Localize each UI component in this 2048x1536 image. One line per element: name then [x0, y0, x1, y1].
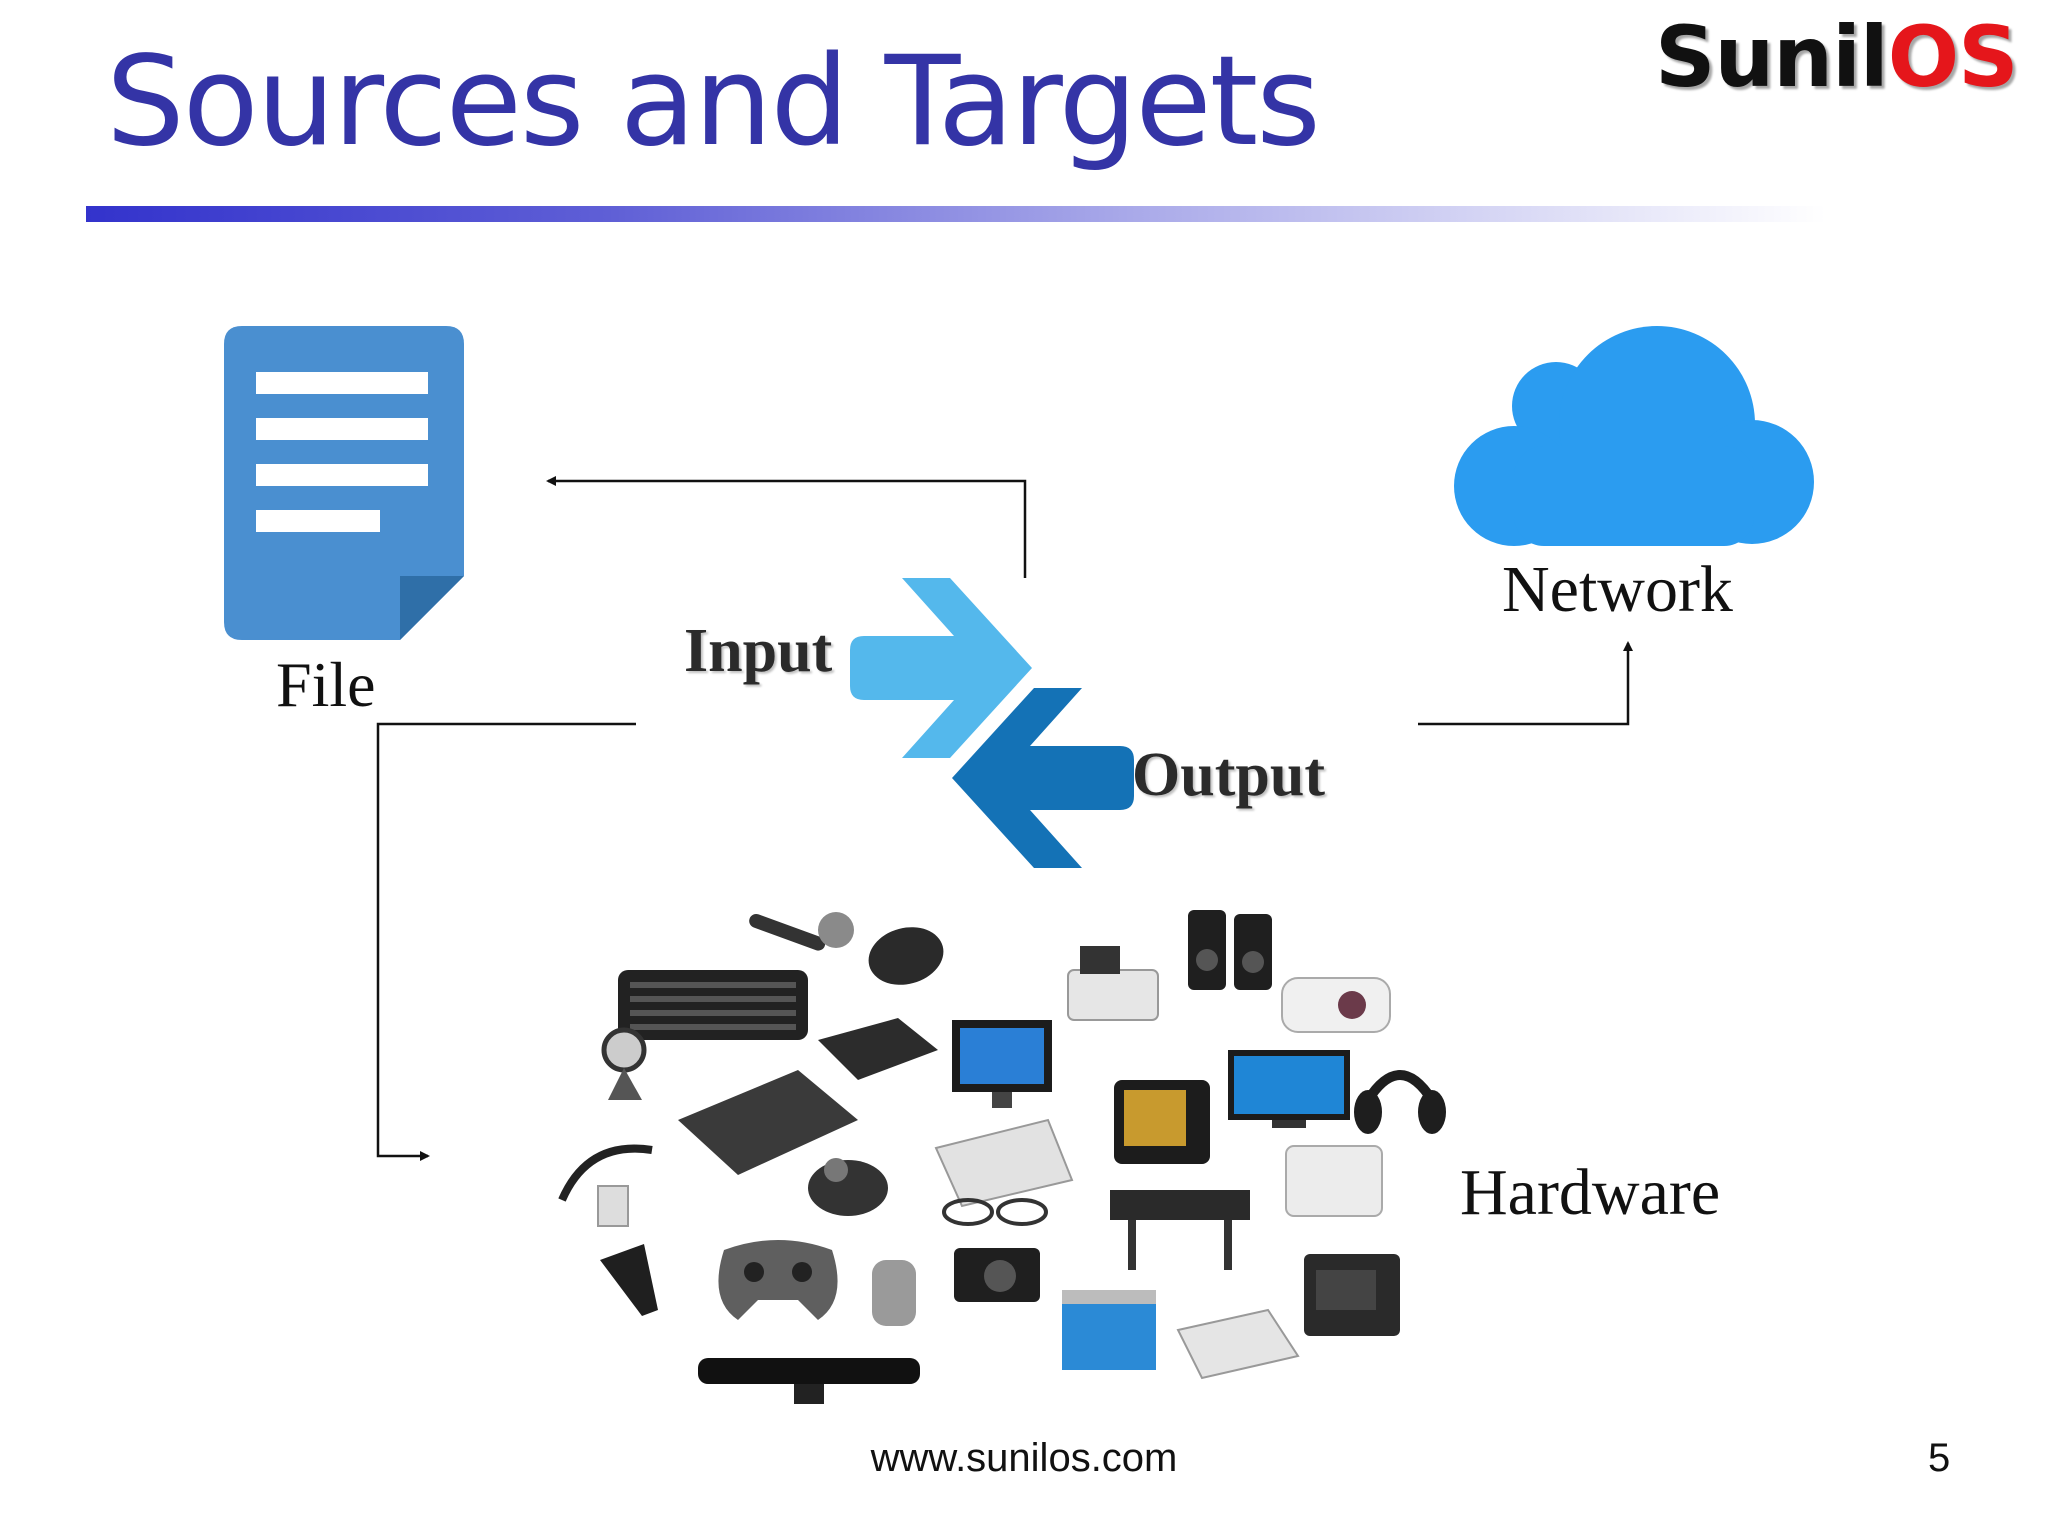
crt-monitor-icon [1114, 1080, 1210, 1164]
usb-dongle-icon [597, 1185, 629, 1227]
hardware-label: Hardware [1460, 1156, 1721, 1229]
page-number: 5 [1928, 1436, 1951, 1480]
fax-machine-icon [934, 1118, 1074, 1208]
network-label: Network [1502, 553, 1733, 626]
3d-printer-icon [1304, 1254, 1400, 1336]
cloud-icon [1454, 326, 1814, 546]
logo-text-os: OS [1887, 8, 2019, 106]
plotter-icon [1110, 1190, 1250, 1270]
label-printer-icon [1285, 1145, 1383, 1217]
file-label: File [276, 649, 376, 720]
input-label: Input [684, 617, 833, 685]
projector-icon [1281, 977, 1391, 1033]
motion-sensor-icon [698, 1358, 920, 1404]
arrow-to-network [1418, 641, 1633, 726]
output-label: Output [1132, 741, 1325, 809]
slide-title: Sources and Targets [106, 30, 1321, 174]
webcam-icon [601, 1027, 647, 1100]
document-icon [224, 326, 464, 640]
arrow-to-hardware [376, 722, 636, 1161]
smart-glasses-icon [942, 1198, 1048, 1226]
camera-icon [954, 1248, 1040, 1302]
trackball-icon [808, 1158, 888, 1216]
scanner-icon [818, 1018, 938, 1080]
headphones-icon [1354, 1070, 1446, 1134]
title-divider [86, 206, 1826, 222]
hardware-devices-collage-icon [558, 910, 1446, 1404]
speakers-icon [1188, 910, 1272, 990]
tv-icon [1228, 1050, 1350, 1128]
touch-monitor-icon [952, 1020, 1052, 1108]
drawing-tablet-icon [678, 1070, 858, 1175]
arrow-to-file [546, 476, 1027, 578]
fingerprint-reader-icon [872, 1260, 916, 1326]
barcode-scanner-icon [600, 1244, 658, 1316]
game-controller-icon [718, 1240, 838, 1320]
keyboard-icon [618, 970, 808, 1040]
mouse-icon [868, 927, 944, 985]
logo-text-sunil: Sunil [1655, 8, 1889, 106]
laser-cutter-icon [1062, 1290, 1156, 1370]
input-output-arrows-icon [850, 578, 1134, 868]
check-scanner-icon [1176, 1308, 1300, 1380]
brand-logo: SunilOS [1655, 8, 2019, 106]
headset-icon [558, 1144, 653, 1202]
printer-icon [1067, 946, 1159, 1021]
footer-url: www.sunilos.com [870, 1436, 1178, 1480]
microphone-icon [749, 912, 854, 951]
